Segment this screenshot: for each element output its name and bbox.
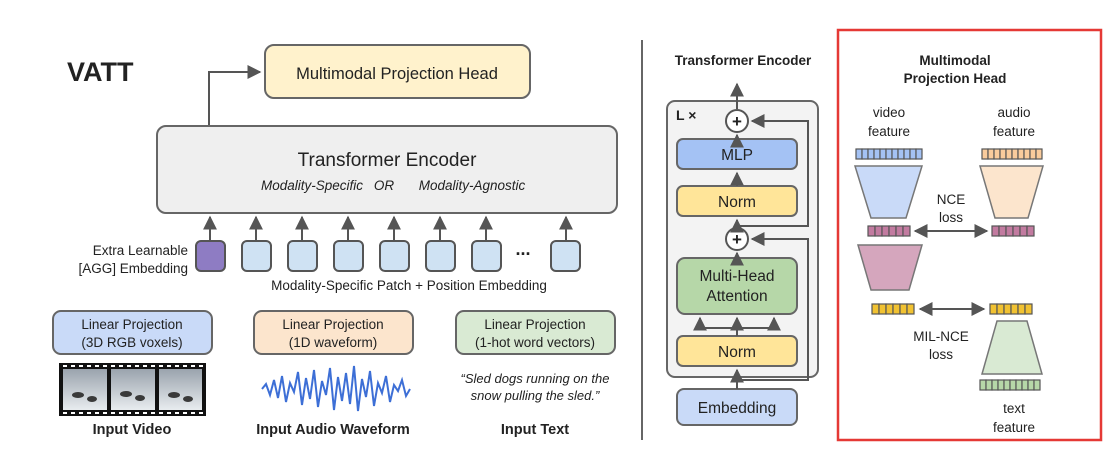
video-projection-line1: Linear Projection xyxy=(81,317,182,332)
audio-feature-label-line1: audio xyxy=(997,105,1030,120)
text-quote-line2: snow pulling the sled.” xyxy=(471,388,600,403)
text-projection-box xyxy=(455,310,616,355)
film-strip-image xyxy=(59,363,206,416)
residual-add-mid-symbol: + xyxy=(732,230,742,249)
input-video-label: Input Video xyxy=(93,422,172,438)
residual-add-top-symbol: + xyxy=(732,112,742,131)
encoder-subtitle-right: Modality-Agnostic xyxy=(419,178,526,193)
projection-head-label: Multimodal Projection Head xyxy=(296,65,498,83)
token-arrows xyxy=(203,215,573,240)
mha-label-line2: Attention xyxy=(706,288,767,305)
video-joint-vector xyxy=(867,225,911,237)
projection-head-highlight-frame xyxy=(836,28,1103,442)
audio-waveform-image xyxy=(261,365,411,412)
video-projection-line2: (3D RGB voxels) xyxy=(81,335,182,350)
projection-detail-title-line2: Projection Head xyxy=(904,71,1007,86)
text-feature-label-line1: text xyxy=(1003,401,1025,416)
layer-repeat-label: L × xyxy=(676,107,696,123)
encoder-detail-title: Transformer Encoder xyxy=(675,53,812,68)
input-audio-label: Input Audio Waveform xyxy=(256,422,410,438)
projection-head-box xyxy=(264,44,531,99)
text-joint-vector xyxy=(989,303,1033,315)
patch-embedding-label: Modality-Specific Patch + Position Embed… xyxy=(271,278,547,293)
text-feature-vector xyxy=(979,379,1041,391)
mil-nce-loss-line2: loss xyxy=(929,347,953,362)
agg-token xyxy=(195,240,226,272)
video-text-joint-vector xyxy=(871,303,915,315)
video-joint-projector-trapezoid xyxy=(857,244,923,291)
mha-box xyxy=(676,257,798,315)
norm-bottom-label: Norm xyxy=(718,344,756,361)
input-text-label: Input Text xyxy=(501,422,569,438)
nce-loss-line2: loss xyxy=(939,210,963,225)
encoder-subtitle-or: OR xyxy=(374,178,395,193)
audio-projection-line1: Linear Projection xyxy=(282,317,383,332)
audio-projection-box xyxy=(253,310,414,355)
audio-feature-vector xyxy=(981,148,1043,160)
projection-detail-title-line1: Multimodal xyxy=(919,53,990,68)
residual-add-top xyxy=(725,109,749,133)
transformer-encoder-box xyxy=(156,125,618,214)
encoder-to-head-arrow xyxy=(208,65,262,125)
text-projection-line1: Linear Projection xyxy=(484,317,585,332)
nce-loss-line1: NCE xyxy=(937,192,966,207)
vatt-title: VATT xyxy=(67,57,134,87)
encoder-internal-arrows xyxy=(693,114,809,389)
encoder-title: Transformer Encoder xyxy=(298,150,477,171)
text-projector-trapezoid xyxy=(981,320,1043,375)
video-projection-box xyxy=(52,310,213,355)
mha-label-line1: Multi-Head xyxy=(700,268,775,285)
patch-tokens xyxy=(241,240,581,272)
text-quote-line1: “Sled dogs running on the xyxy=(461,371,610,386)
video-feature-label-line1: video xyxy=(873,105,905,120)
token-ellipsis: ... xyxy=(515,239,530,259)
text-projection-line2: (1-hot word vectors) xyxy=(475,335,595,350)
video-feature-vector xyxy=(855,148,923,160)
embedding-label: Embedding xyxy=(698,400,776,417)
audio-projection-line2: (1D waveform) xyxy=(289,335,378,350)
text-feature-label-line2: feature xyxy=(993,420,1035,435)
agg-label-line2: [AGG] Embedding xyxy=(78,261,188,276)
norm-top-label: Norm xyxy=(718,194,756,211)
video-projector-trapezoid xyxy=(853,165,924,219)
audio-feature-label-line2: feature xyxy=(993,124,1035,139)
mil-nce-loss-line1: MIL-NCE xyxy=(913,329,969,344)
audio-joint-vector xyxy=(991,225,1035,237)
mlp-label: MLP xyxy=(721,147,753,164)
audio-projector-trapezoid xyxy=(979,165,1044,219)
video-feature-label-line2: feature xyxy=(868,124,910,139)
agg-label-line1: Extra Learnable xyxy=(93,243,188,258)
encoder-subtitle-left: Modality-Specific xyxy=(261,178,363,193)
